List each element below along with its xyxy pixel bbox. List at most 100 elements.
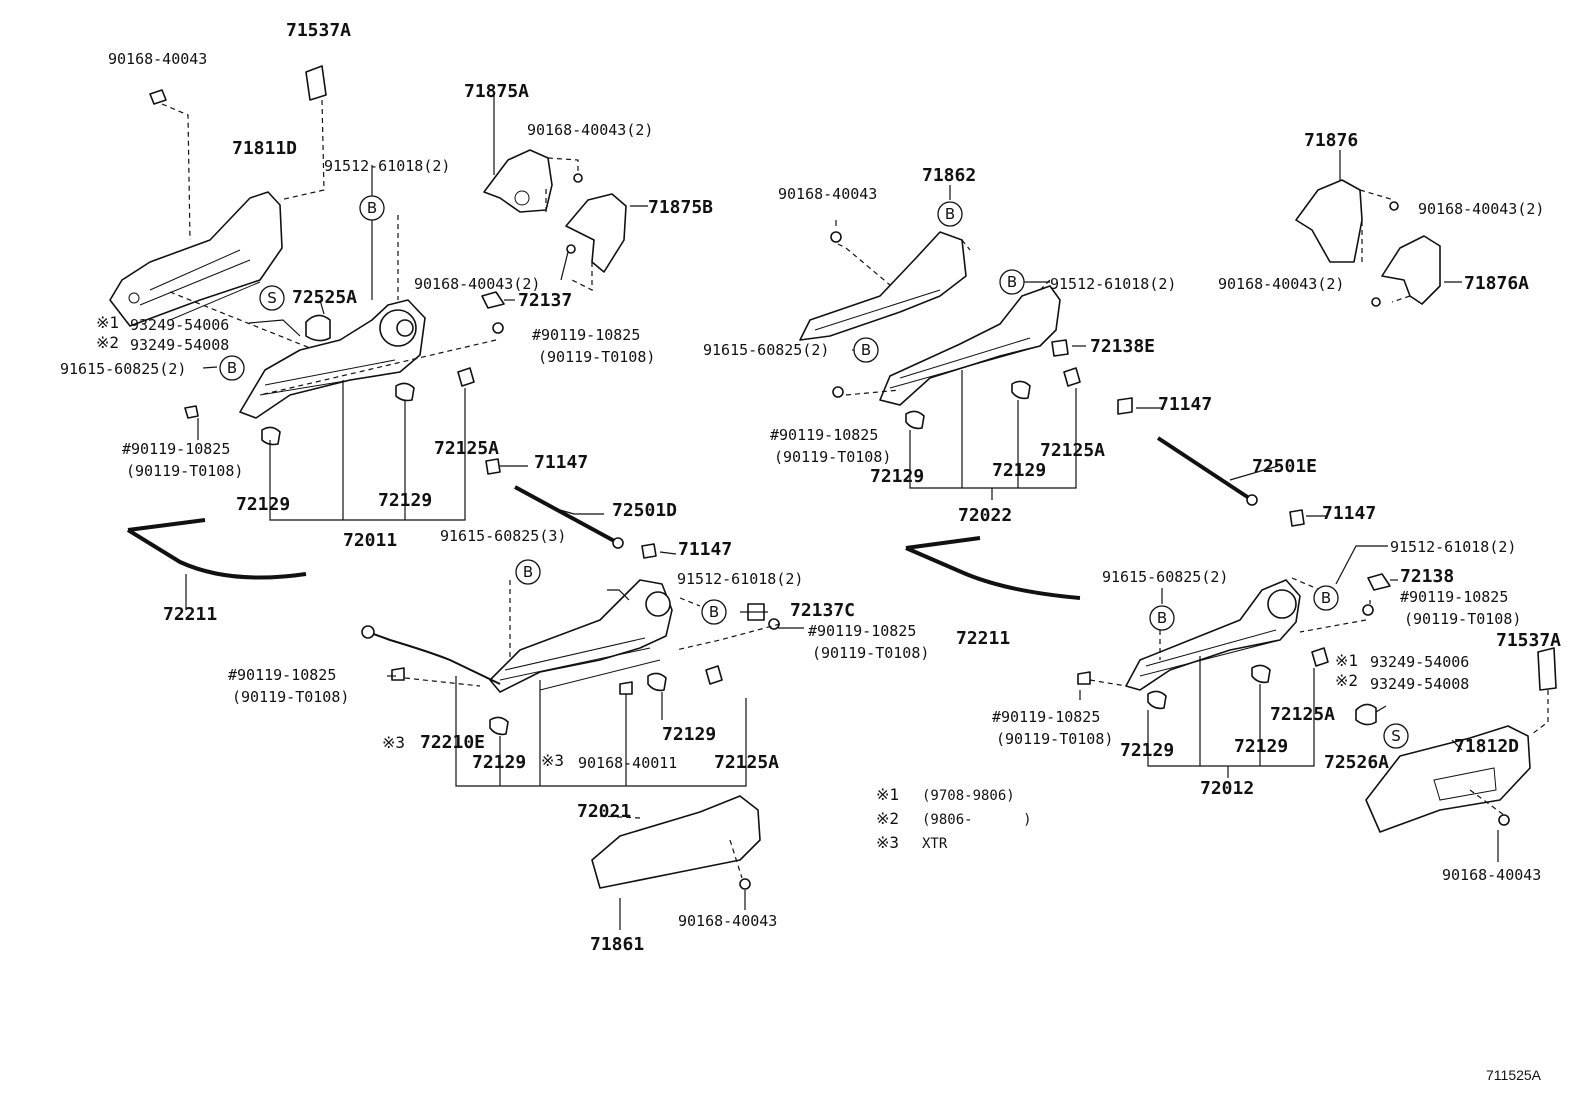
center-seat-track-group: [799, 185, 1328, 600]
callout-b-1: B: [359, 195, 385, 221]
label-71862: 71862: [922, 165, 976, 186]
label-90168-40043-tl: 90168-40043: [108, 50, 207, 68]
shield-71862: [799, 231, 967, 341]
part-72129-r-a: [1147, 690, 1167, 710]
bolt-90119-mid: [768, 618, 780, 630]
label-90119-10825-c: #90119-10825: [808, 622, 916, 640]
mark-2-left: ※2: [96, 333, 119, 352]
label-72211-a: 72211: [163, 604, 217, 625]
svg-text:S: S: [1391, 727, 1401, 745]
label-90119-10825-f: #90119-10825: [1400, 588, 1508, 606]
label-71147-c: 71147: [1158, 394, 1212, 415]
svg-text:S: S: [267, 289, 277, 307]
label-90119-t0108-d: (90119-T0108): [232, 688, 349, 706]
label-91615-60825-3: 91615-60825(3): [440, 527, 566, 545]
label-90168-40043-2-a: 90168-40043(2): [527, 121, 653, 139]
part-72125a-mid: [705, 665, 723, 685]
bolt-90119-mid-left: [391, 667, 405, 681]
label-93249-54006-left: 93249-54006: [130, 316, 229, 334]
label-72129-h: 72129: [1234, 736, 1288, 757]
svg-text:B: B: [861, 341, 871, 359]
shield-71876a: [1381, 235, 1441, 305]
diagram-id: 711525A: [1486, 1067, 1542, 1083]
label-71876a: 71876A: [1464, 273, 1529, 294]
label-71876: 71876: [1304, 130, 1358, 151]
callout-b-5: B: [937, 201, 963, 227]
clip-71537a-r: [1537, 647, 1557, 691]
part-72137: [481, 291, 505, 309]
label-71861: 71861: [590, 934, 644, 955]
label-71147-b: 71147: [678, 539, 732, 560]
label-90119-10825-g: #90119-10825: [992, 708, 1100, 726]
mark-3-mid-a: ※3: [382, 733, 405, 752]
wire-72211-ctr: [905, 536, 1081, 600]
shield-71876: [1295, 179, 1363, 263]
svg-text:B: B: [227, 359, 237, 377]
label-90168-40043-2-c: 90168-40043(2): [1418, 200, 1544, 218]
callout-s-2: S: [1383, 723, 1409, 749]
part-72525a: [305, 314, 331, 342]
callout-b-6: B: [999, 269, 1025, 295]
label-90119-t0108-e: (90119-T0108): [774, 448, 891, 466]
label-90168-40043-mid: 90168-40043: [678, 912, 777, 930]
rod-72501e: [1156, 436, 1254, 502]
label-90168-40043-ctr: 90168-40043: [778, 185, 877, 203]
left-seat-track-group: [109, 65, 624, 610]
label-90119-t0108-f: (90119-T0108): [1404, 610, 1521, 628]
bolt-90119: [492, 322, 504, 334]
label-90119-10825-d: #90119-10825: [228, 666, 336, 684]
cover-71861: [591, 795, 761, 889]
screw-90168-40011: [619, 681, 633, 695]
adjuster-cable: [367, 631, 501, 685]
label-71537a-top: 71537A: [286, 20, 351, 41]
label-72138e: 72138E: [1090, 336, 1155, 357]
label-90168-40043-br: 90168-40043: [1442, 866, 1541, 884]
notes-legend: ※1 (9708-9806) ※2 (9806- ) ※3 XTR: [876, 785, 1032, 852]
label-72125a-a: 72125A: [434, 438, 499, 459]
label-72501e: 72501E: [1252, 456, 1317, 477]
svg-text:B: B: [1007, 273, 1017, 291]
label-72011: 72011: [343, 530, 397, 551]
nut-71147-ctr: [1117, 397, 1133, 415]
part-72129-left: [261, 426, 281, 446]
callout-b-9: B: [1149, 605, 1175, 631]
shield-71812d: [1365, 725, 1531, 833]
shield-71875a: [483, 149, 553, 213]
label-71147-a: 71147: [534, 452, 588, 473]
label-72022: 72022: [958, 505, 1012, 526]
mark-2-right: ※2: [1335, 671, 1358, 690]
seat-frame-72022: [879, 285, 1061, 406]
label-72526a: 72526A: [1324, 752, 1389, 773]
label-90168-40011: 90168-40011: [578, 754, 677, 772]
callout-b-8: B: [1313, 585, 1339, 611]
label-91512-61018-mid: 91512-61018(2): [677, 570, 803, 588]
note-1-mark: ※1: [876, 785, 899, 804]
svg-text:B: B: [945, 205, 955, 223]
note-3-mark: ※3: [876, 833, 899, 852]
label-72129-d: 72129: [662, 724, 716, 745]
part-labels: 71537A 90168-40043 71811D 91512-61018(2)…: [60, 20, 1561, 955]
label-72501d: 72501D: [612, 500, 677, 521]
callout-b-2: B: [219, 355, 245, 381]
label-90168-40043-2-b: 90168-40043(2): [414, 275, 540, 293]
label-72129-g: 72129: [1120, 740, 1174, 761]
mark-1-right: ※1: [1335, 651, 1358, 670]
label-72129-b: 72129: [378, 490, 432, 511]
label-72525a: 72525A: [292, 287, 357, 308]
label-72125a-d: 72125A: [1270, 704, 1335, 725]
label-72138: 72138: [1400, 566, 1454, 587]
label-71812d: 71812D: [1454, 736, 1519, 757]
note-3-text: XTR: [922, 836, 948, 852]
callout-b-7: B: [853, 337, 879, 363]
shield-71875b: [565, 193, 627, 273]
svg-text:B: B: [709, 603, 719, 621]
label-72137: 72137: [518, 290, 572, 311]
label-72021: 72021: [577, 801, 631, 822]
label-93249-54008-left: 93249-54008: [130, 336, 229, 354]
part-72526a: [1355, 703, 1377, 726]
part-72129-r-b: [1251, 664, 1271, 684]
part-72125a: [457, 367, 475, 387]
label-72210e: 72210E: [420, 732, 485, 753]
bolt-90119-r: [1362, 604, 1374, 616]
